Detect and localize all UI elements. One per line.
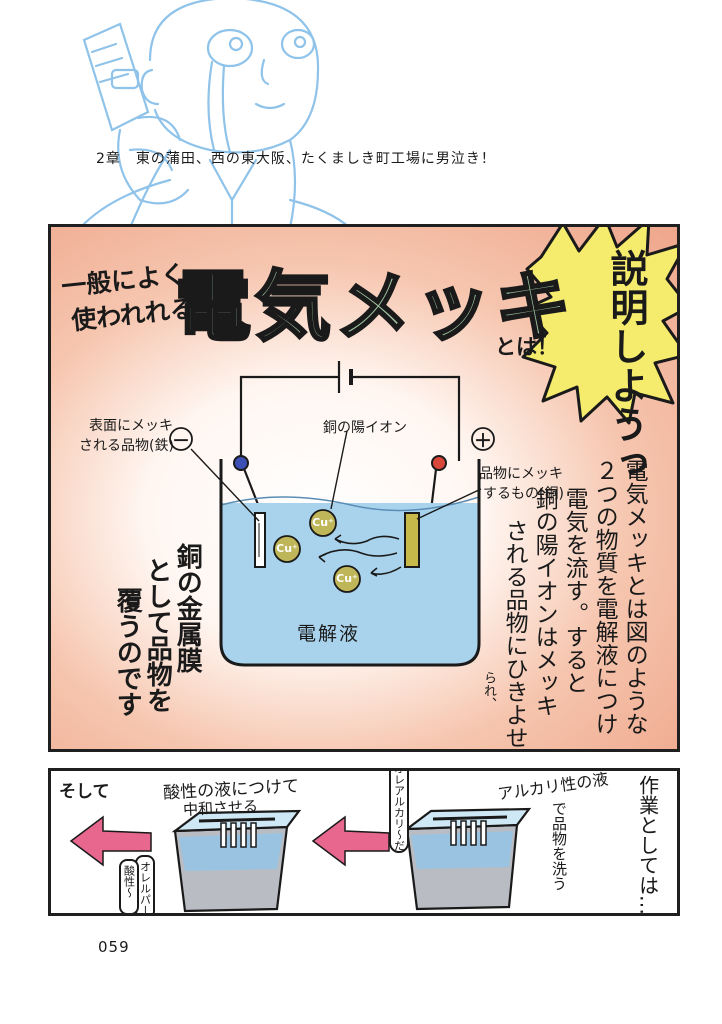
label-plating-line1: 品物にメッキ (479, 466, 563, 482)
copper-note-col-1: 銅の金属膜 (172, 543, 203, 673)
circuit-wire-left (239, 375, 339, 461)
explanation-panel: 説明しようっ 一般によく 使われれる 電気メッキ とは！ (48, 224, 680, 752)
copper-note-col-2: として品物を (142, 557, 173, 713)
plus-circle (471, 427, 495, 451)
copper-note-col-3: 覆うのです (112, 587, 143, 717)
acid-caption-line2: 中和させる (182, 797, 259, 819)
electrolyte-label: 電解液 (297, 623, 361, 645)
acid-speech-bubble-line1: オレルパー〜ン (135, 855, 155, 913)
wash-caption: で品物を洗う (550, 801, 568, 891)
title-suffix: とは！ (495, 335, 558, 359)
acid-speech-bubble-line2: 酸性〜 (119, 859, 139, 913)
chapter-title: 2章 東の蒲田、西の東大阪、たくましき町工場に男泣き！ (96, 151, 496, 167)
minus-sign: － (172, 431, 190, 452)
crying-man-sketch (78, 0, 352, 230)
label-plated-line1: 表面にメッキ (89, 418, 173, 434)
minus-terminal (233, 455, 249, 471)
process-illustration (69, 807, 532, 913)
pointer-plating-item (416, 488, 482, 520)
arrow-left-1 (69, 815, 152, 867)
ion-label-bottom: Cu⁺ (336, 572, 358, 585)
page-number: 059 (98, 938, 130, 956)
speech-burst (521, 227, 677, 425)
ion-path-top (334, 535, 400, 545)
circuit-wire-right (353, 375, 461, 461)
label-plated-line2: される品物(鉄) (79, 438, 174, 454)
explanation-col-2: ２つの物質を電解液につけ (591, 459, 618, 735)
ion-label-top: Cu⁺ (312, 516, 334, 529)
copper-ion-top (309, 509, 337, 537)
copper-ion-bottom (333, 565, 361, 593)
explanation-end: られ、 (481, 671, 496, 710)
plus-sign: ＋ (474, 431, 492, 452)
pointer-plated-item (190, 448, 260, 522)
process-panel: そして 酸性の液につけて 中和させる アルカリ性の液 で品物を洗う 作業としては… (48, 768, 680, 916)
explanation-col-4: 銅の陽イオンはメッキ (531, 487, 558, 717)
label-plating-line2: するもの(銅) (483, 486, 564, 502)
alkali-speech-bubble: オレアルカリ〜だ (389, 771, 409, 853)
minus-circle (169, 427, 193, 451)
beaker-outline (219, 459, 481, 667)
electroplating-diagram (169, 361, 495, 667)
explanation-col-5: される品物にひきよせ (501, 519, 528, 749)
work-caption: 作業としては… (635, 775, 660, 915)
plus-terminal (431, 455, 447, 471)
soshite-label: そして (59, 782, 110, 802)
pointer-copper-ion (330, 430, 348, 510)
iron-electrode (254, 512, 266, 568)
explanation-col-3: 電気を流す。すると (561, 487, 588, 694)
explanation-col-1: 電気メッキとは図のような (621, 459, 648, 735)
copper-ion-left (273, 535, 301, 563)
arrow-left-2 (311, 815, 390, 867)
label-copper-ion: 銅の陽イオン (323, 420, 407, 436)
title-main: 電気メッキ (174, 261, 575, 353)
copper-electrode (404, 512, 420, 568)
acid-tank (171, 809, 302, 913)
ion-label-left: Cu⁺ (276, 542, 298, 555)
burst-text: 説明しようっ (604, 249, 648, 483)
liquid-surface (220, 496, 480, 512)
alkali-tank (403, 807, 532, 911)
ion-path-mid (318, 549, 398, 558)
